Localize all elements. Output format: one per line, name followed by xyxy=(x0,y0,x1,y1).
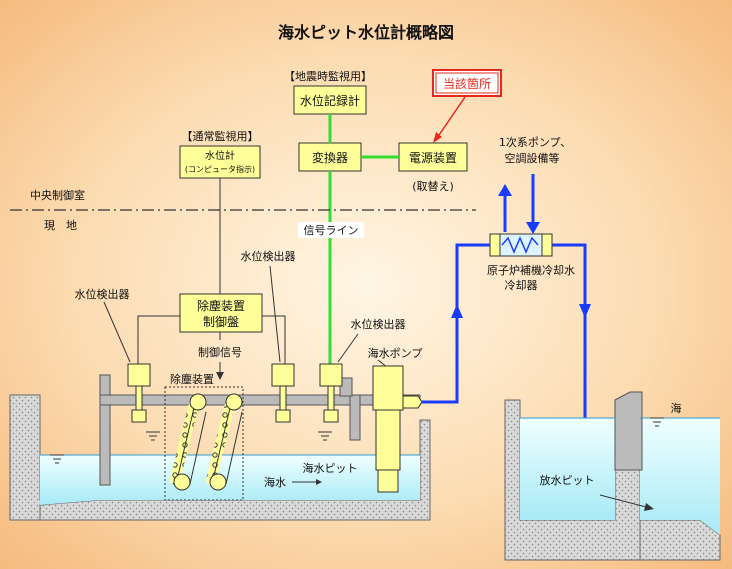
sea-level-marks xyxy=(650,417,664,427)
detector-mid-label: 水位検出器 xyxy=(241,249,296,263)
detector-left xyxy=(127,363,151,423)
power-supply-box xyxy=(398,142,468,172)
dust-removal-chains xyxy=(170,393,243,491)
discharge-pit-label: 放水ピット xyxy=(540,473,595,487)
pit-pump-wall-top xyxy=(339,377,353,397)
seawater-pump-label: 海水ポンプ xyxy=(368,346,423,360)
detector-right-label: 水位検出器 xyxy=(351,317,406,331)
hvac-label: 空調設備等 xyxy=(505,151,560,165)
reactor-cooler-label-1: 原子炉補機冷却水 xyxy=(487,263,575,277)
sea-water xyxy=(640,418,720,535)
diagram-title: 海水ピット水位計概略図 xyxy=(278,23,454,42)
primary-pump-label: 1次系ポンプ、 xyxy=(499,135,571,149)
seawater-pump xyxy=(372,365,423,493)
seawater-pit-label: 海水ピット xyxy=(303,461,358,475)
signal-line-label-bg xyxy=(298,222,364,238)
dust-removal-device-outline xyxy=(164,386,244,501)
detector-right-leader xyxy=(337,333,359,363)
earthquake-monitor-label: 【地震時監視用】 xyxy=(284,69,372,83)
normal-monitor-label: 【通常監視用】 xyxy=(182,129,259,143)
highlight-box xyxy=(432,69,502,97)
power-supply-label: 電源装置 xyxy=(409,151,457,165)
detector-left-label: 水位検出器 xyxy=(75,287,130,301)
computer-display-label: (コンピュータ指示) xyxy=(185,164,255,174)
central-control-room-label: 中央制御室 xyxy=(30,188,85,202)
wiring-group xyxy=(137,178,286,364)
water-level-recorder-label: 水位記録計 xyxy=(300,93,360,108)
seawater-flow-label: 海水 xyxy=(264,475,286,489)
water-level-gauge-label: 水位計 xyxy=(205,149,235,162)
signal-line-group xyxy=(328,114,399,364)
discharge-weir xyxy=(614,391,643,471)
highlight-inner-frame xyxy=(435,72,499,94)
field-label: 現 地 xyxy=(44,219,77,232)
converter-label: 変換器 xyxy=(312,150,348,165)
signal-line-label: 信号ライン xyxy=(304,224,359,237)
reactor-cooler-label-2: 冷却器 xyxy=(505,279,538,292)
pit-water xyxy=(40,455,420,505)
detector-left-leader xyxy=(103,301,131,363)
discharge-flow-arrow-head xyxy=(644,503,654,511)
control-signal-label: 制御信号 xyxy=(198,345,242,359)
dust-removal-panel-box xyxy=(179,293,263,333)
dust-removal-device-label: 除塵装置 xyxy=(170,372,214,386)
water-level-gauge-box xyxy=(179,145,261,179)
replacement-label: (取替え) xyxy=(412,179,454,193)
detector-right xyxy=(319,363,343,423)
wire-panel-right xyxy=(262,315,286,364)
reactor-cooler xyxy=(489,233,553,257)
pit-deck xyxy=(99,394,421,406)
wire-panel-left xyxy=(137,315,180,364)
dust-panel-label-1: 除塵装置 xyxy=(197,298,245,313)
seawater-flow-arrow-head xyxy=(316,479,322,485)
highlight-pointer-head xyxy=(433,132,442,143)
water-level-marks xyxy=(50,431,332,464)
discharge-flow-arrow xyxy=(599,494,651,509)
detector-mid xyxy=(271,363,295,423)
detector-mid-leader xyxy=(269,265,281,363)
control-signal-arrow-head xyxy=(216,372,224,380)
seawater-pipe xyxy=(422,174,591,450)
highlight-pointer xyxy=(436,96,466,139)
discharge-pit-water xyxy=(520,418,615,520)
highlight-label: 当該箇所 xyxy=(443,76,491,91)
pit-wall-screen xyxy=(99,374,111,486)
dust-panel-label-2: 制御盤 xyxy=(203,314,239,329)
pit-pump-wall xyxy=(349,394,361,441)
sea-label: 海 xyxy=(671,401,682,415)
water-level-recorder-box xyxy=(293,85,367,115)
